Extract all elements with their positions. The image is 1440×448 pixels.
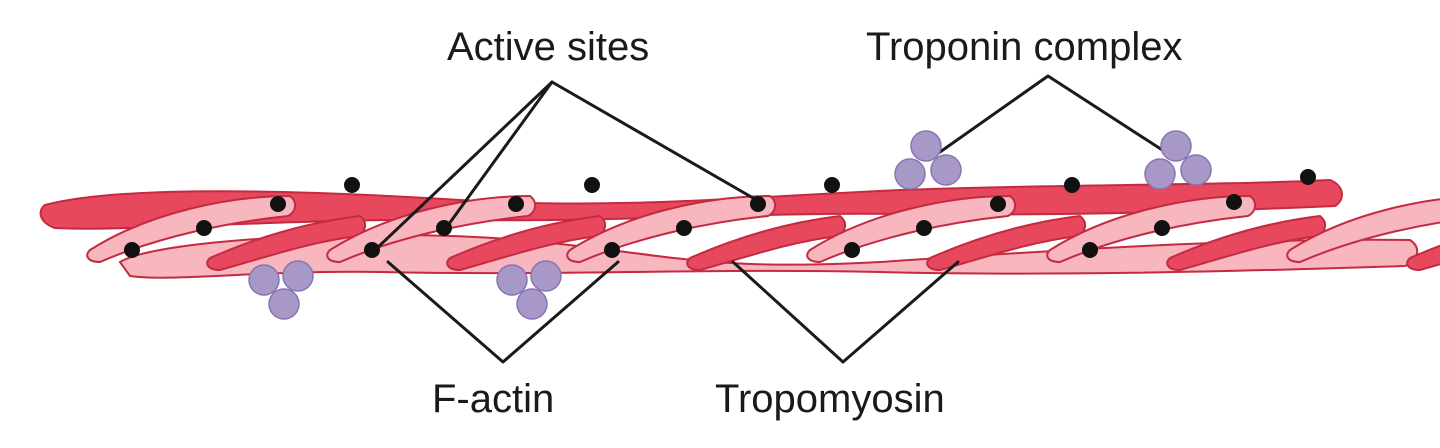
active-site-dot [196, 220, 212, 236]
active-site-dot [508, 196, 524, 212]
active-site-dot [1226, 194, 1242, 210]
troponin-bead [516, 288, 548, 320]
active-site-dot [1154, 220, 1170, 236]
active-site-dot [916, 220, 932, 236]
active-site-dot [124, 242, 140, 258]
active-site-dot [824, 177, 840, 193]
active-site-dot [750, 196, 766, 212]
active-site-dot [436, 220, 452, 236]
actin-twist-segments [86, 194, 1440, 272]
troponin-complex [894, 130, 962, 190]
actin-twist-segment [1046, 194, 1256, 264]
troponin-bead [1144, 158, 1176, 190]
active-sites-leader-2 [550, 80, 762, 204]
actin-twist-segment [806, 194, 1016, 264]
active-site-dot [1300, 169, 1316, 185]
troponin-complexes [248, 130, 1212, 320]
troponin-complex [248, 260, 314, 320]
f-actin-leader [386, 260, 620, 364]
active-site-dot [990, 196, 1006, 212]
label-f-actin: F-actin [432, 377, 554, 421]
troponin-complex [1144, 130, 1212, 190]
active-site-dot [344, 177, 360, 193]
troponin-bead [894, 158, 926, 190]
troponin-bead [1180, 154, 1212, 186]
active-site-dot [584, 177, 600, 193]
troponin-bead [530, 260, 562, 292]
tropomyosin-leader [731, 260, 960, 364]
active-site-dots [124, 169, 1316, 258]
troponin-bead [268, 288, 300, 320]
active-site-dot [270, 196, 286, 212]
active-site-dot [1064, 177, 1080, 193]
actin-twist-segment [566, 194, 776, 264]
troponin-complex [496, 260, 562, 320]
troponin-bead [282, 260, 314, 292]
troponin-bead [930, 154, 962, 186]
label-active-sites: Active sites [447, 25, 649, 69]
active-site-dot [364, 242, 380, 258]
active-site-dot [676, 220, 692, 236]
active-site-dot [1082, 242, 1098, 258]
label-troponin-complex: Troponin complex [866, 25, 1182, 69]
actin-twist-segment [86, 194, 296, 264]
troponin-complex-leader [938, 74, 1172, 157]
troponin-bead [496, 264, 528, 296]
label-tropomyosin: Tropomyosin [715, 377, 945, 421]
troponin-bead [910, 130, 942, 162]
active-site-dot [604, 242, 620, 258]
actin-twist-segment-dark [1406, 244, 1440, 272]
troponin-bead [248, 264, 280, 296]
active-site-dot [844, 242, 860, 258]
troponin-bead [1160, 130, 1192, 162]
f-actin-filament [39, 178, 1440, 279]
actin-twist-segment [1286, 198, 1440, 264]
